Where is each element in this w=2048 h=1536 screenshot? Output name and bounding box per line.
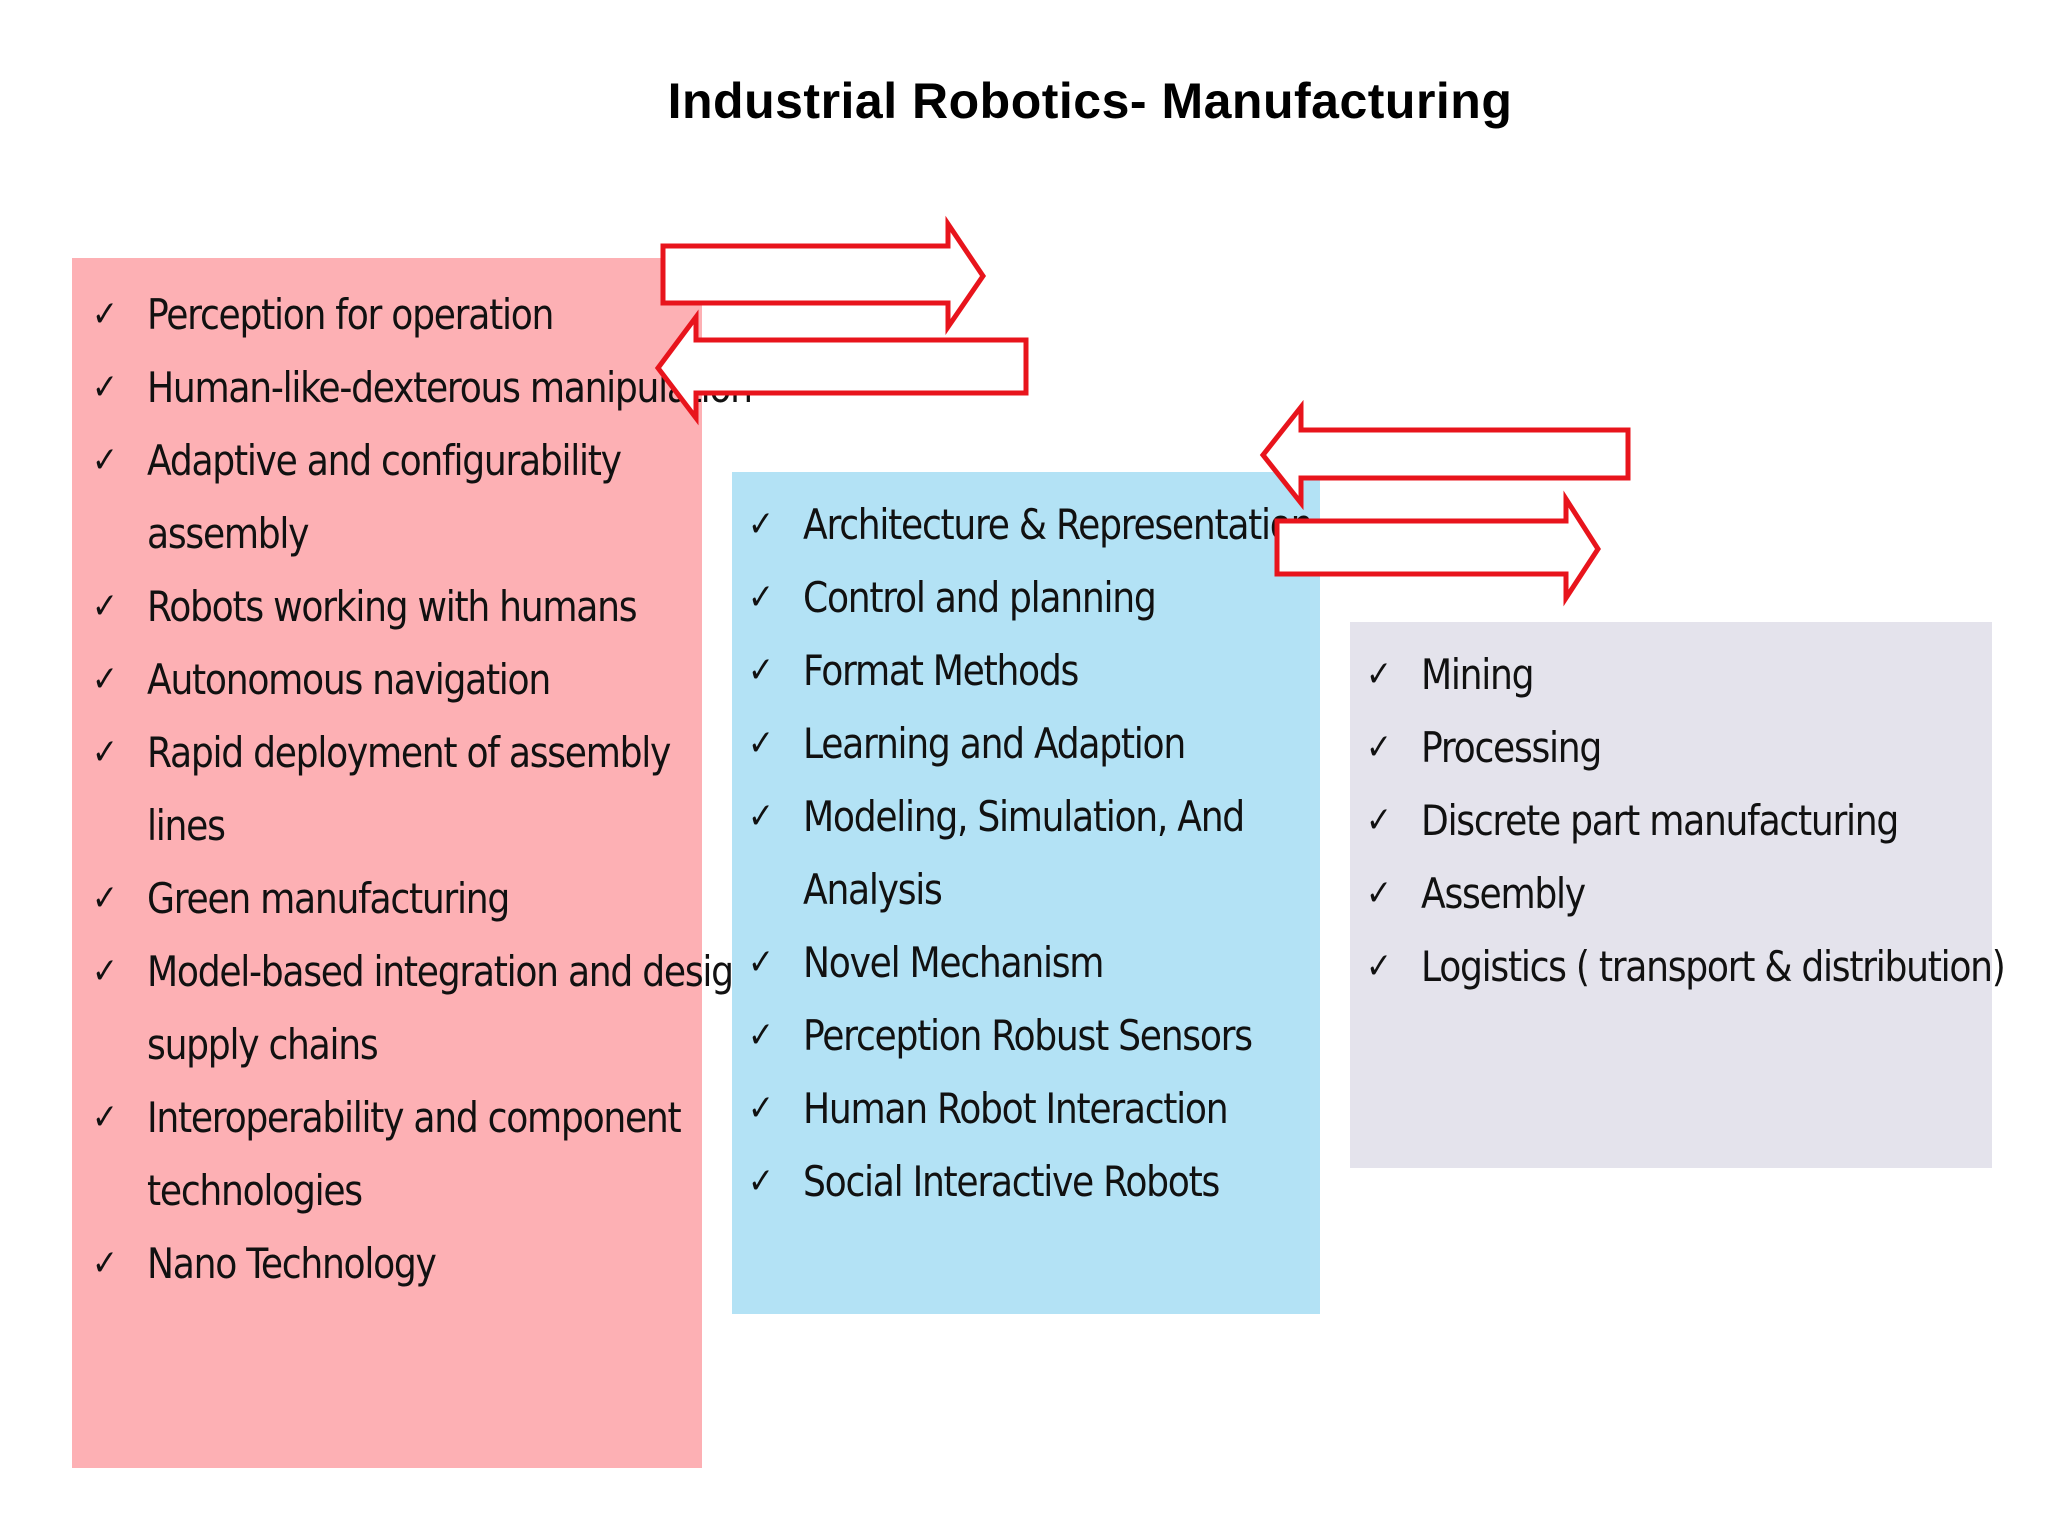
list-item-label: Logistics ( transport & distribution) (1421, 942, 2006, 991)
list-item: ✓ Adaptive and configurability assembly (92, 424, 757, 570)
list-item: ✓ Perception for operation (92, 278, 757, 351)
checkmark-icon: ✓ (1366, 727, 1392, 768)
page-title: Industrial Robotics- Manufacturing (667, 73, 1513, 129)
list-item-label: Nano Technology (147, 1239, 437, 1288)
list-item-label: Adaptive and configurability assembly (147, 436, 622, 558)
checkmark-icon: ✓ (1366, 946, 1392, 987)
list-item: ✓ Model-based integration and design supp… (92, 935, 757, 1081)
list-item-label: Control and planning (803, 573, 1157, 622)
list-item: ✓ Autonomous navigation (92, 643, 757, 716)
right-checklist: ✓ Mining ✓ Processing ✓ Discrete part manuf… (1366, 638, 2006, 1003)
panel-research-areas: ✓ Perception for operation ✓ Human-like-de… (72, 258, 756, 1468)
list-item-label: Learning and Adaption (803, 719, 1186, 768)
list-item: ✓ Social Interactive Robots (748, 1145, 1375, 1218)
list-item-label: Architecture & Representation (803, 500, 1313, 549)
list-item: ✓ Perception Robust Sensors (748, 999, 1375, 1072)
list-item: ✓ Rapid deployment of assembly lines (92, 716, 757, 862)
list-item-label: Interoperability and component technolog… (147, 1093, 682, 1215)
list-item: ✓ Assembly (1366, 857, 2047, 930)
list-item: ✓ Discrete part manufacturing (1366, 784, 2047, 857)
checkmark-icon: ✓ (748, 650, 774, 691)
checkmark-icon: ✓ (92, 1243, 118, 1284)
list-item-label: Social Interactive Robots (803, 1157, 1220, 1206)
checkmark-icon: ✓ (748, 723, 774, 764)
panel-core-technologies: ✓ Architecture & Representation ✓ Control … (732, 472, 1320, 1314)
checkmark-icon: ✓ (748, 504, 774, 545)
list-item-label: Green manufacturing (147, 874, 510, 923)
checkmark-icon: ✓ (1366, 654, 1392, 695)
list-item-label: Rapid deployment of assembly lines (147, 728, 671, 850)
list-item: ✓ Logistics ( transport & distribution) (1366, 930, 2047, 1003)
checkmark-icon: ✓ (92, 367, 118, 408)
checkmark-icon: ✓ (92, 878, 118, 919)
list-item-label: Discrete part manufacturing (1421, 796, 1899, 845)
list-item: ✓ Processing (1366, 711, 2047, 784)
checkmark-icon: ✓ (748, 796, 774, 837)
list-item: ✓ Interoperability and component technolo… (92, 1081, 757, 1227)
checkmark-icon: ✓ (92, 659, 118, 700)
list-item-label: Mining (1421, 650, 1535, 699)
list-item: ✓ Mining (1366, 638, 2047, 711)
list-item-label: Autonomous navigation (147, 655, 551, 704)
list-item-label: Human-like-dexterous manipulation (147, 363, 753, 412)
list-item: ✓ Learning and Adaption (748, 707, 1375, 780)
middle-checklist: ✓ Architecture & Representation ✓ Control … (748, 488, 1320, 1218)
checkmark-icon: ✓ (92, 951, 118, 992)
list-item: ✓ Architecture & Representation (748, 488, 1375, 561)
list-item-label: Format Methods (803, 646, 1079, 695)
checkmark-icon: ✓ (92, 1097, 118, 1138)
list-item-label: Model-based integration and design suppl… (147, 947, 756, 1069)
list-item-label: Assembly (1421, 869, 1586, 918)
checkmark-icon: ✓ (748, 1015, 774, 1056)
checkmark-icon: ✓ (92, 732, 118, 773)
list-item-label: Novel Mechanism (803, 938, 1104, 987)
list-item: ✓ Control and planning (748, 561, 1375, 634)
checkmark-icon: ✓ (92, 586, 118, 627)
list-item: ✓ Format Methods (748, 634, 1375, 707)
list-item-label: Processing (1421, 723, 1602, 772)
list-item-label: Human Robot Interaction (803, 1084, 1229, 1133)
panel-application-domains: ✓ Mining ✓ Processing ✓ Discrete part manuf… (1350, 622, 2006, 1168)
list-item-label: Perception for operation (147, 290, 554, 339)
checkmark-icon: ✓ (748, 1088, 774, 1129)
checkmark-icon: ✓ (92, 294, 118, 335)
checkmark-icon: ✓ (1366, 873, 1392, 914)
list-item-label: Modeling, Simulation, And Analysis (803, 792, 1245, 914)
checkmark-icon: ✓ (748, 577, 774, 618)
checkmark-icon: ✓ (1366, 800, 1392, 841)
list-item: ✓ Novel Mechanism (748, 926, 1375, 999)
checkmark-icon: ✓ (748, 942, 774, 983)
list-item-label: Robots working with humans (147, 582, 637, 631)
checkmark-icon: ✓ (748, 1161, 774, 1202)
list-item: ✓ Green manufacturing (92, 862, 757, 935)
list-item: ✓ Human Robot Interaction (748, 1072, 1375, 1145)
list-item: ✓ Modeling, Simulation, And Analysis (748, 780, 1375, 926)
list-item: ✓ Nano Technology (92, 1227, 757, 1300)
list-item-label: Perception Robust Sensors (803, 1011, 1253, 1060)
left-checklist: ✓ Perception for operation ✓ Human-like-de… (92, 278, 756, 1300)
list-item: ✓ Robots working with humans (92, 570, 757, 643)
checkmark-icon: ✓ (92, 440, 118, 481)
list-item: ✓ Human-like-dexterous manipulation (92, 351, 757, 424)
